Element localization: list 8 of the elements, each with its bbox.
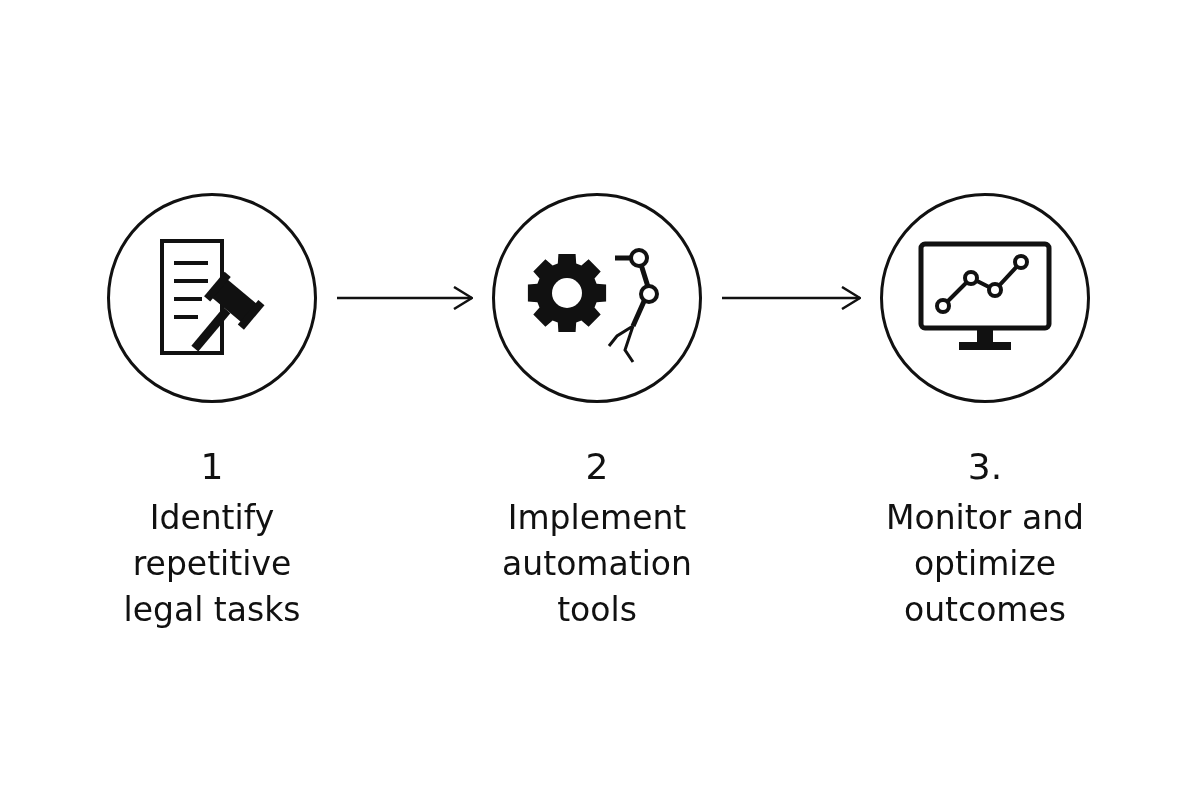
- step-label: Implement automation tools: [501, 497, 693, 631]
- arrow: [722, 285, 862, 311]
- step-label: Monitor and optimize outcomes: [885, 497, 1085, 631]
- arrow: [337, 285, 474, 311]
- step-number: 3.: [967, 445, 1003, 489]
- step-number: 1: [200, 445, 224, 489]
- step-label: Identify repetitive legal tasks: [122, 497, 302, 631]
- step-number: 2: [585, 445, 609, 489]
